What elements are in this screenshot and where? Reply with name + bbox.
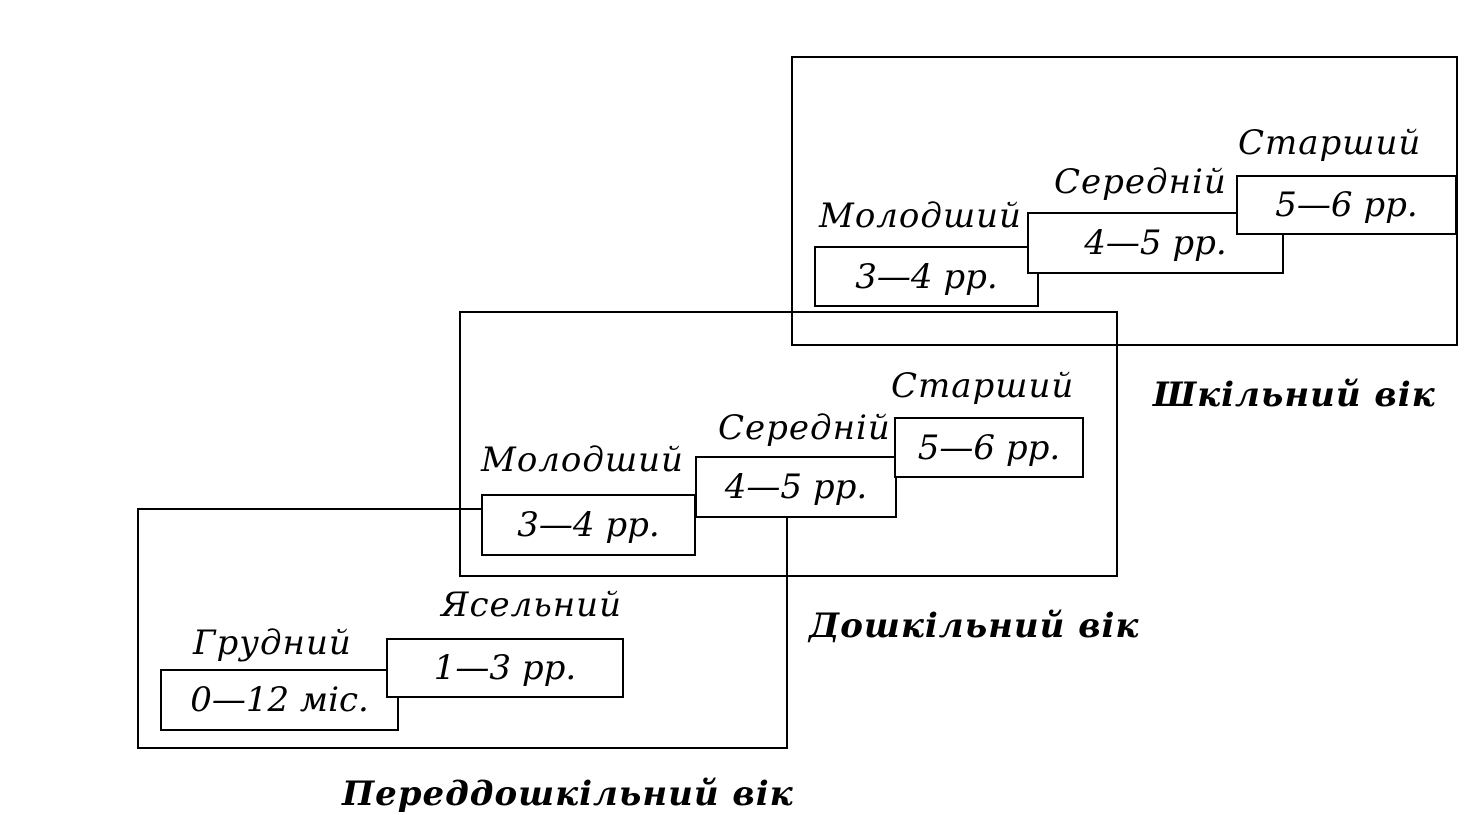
period-label-school-junior: Молодший: [819, 196, 1022, 236]
stage-name-preschool: Дошкільний вік: [809, 606, 1140, 646]
period-range-middle: 4—5 рр.: [695, 456, 897, 518]
period-label-senior: Старший: [891, 366, 1075, 406]
period-label-middle: Середній: [718, 408, 891, 448]
period-range-infant: 0—12 міс.: [160, 669, 399, 731]
period-range-senior: 5—6 рр.: [894, 417, 1084, 478]
preschool-early-frame: [137, 508, 788, 749]
period-label-nursery: Ясельний: [441, 585, 622, 625]
period-range-school-senior: 5—6 рр.: [1236, 175, 1457, 235]
school-frame: [791, 56, 1458, 346]
period-range-nursery: 1—3 рр.: [386, 638, 624, 698]
period-range-school-junior: 3—4 рр.: [814, 246, 1039, 307]
period-label-school-senior: Старший: [1238, 123, 1422, 163]
period-range-junior: 3—4 рр.: [481, 494, 696, 556]
period-label-junior: Молодший: [481, 440, 684, 480]
stage-name-school: Шкільний вік: [1153, 375, 1436, 415]
period-label-infant: Грудний: [193, 623, 352, 663]
period-label-school-middle: Середній: [1054, 162, 1227, 202]
preschool-frame: [459, 311, 1118, 577]
stage-name-preschool-early: Переддошкільний вік: [342, 774, 794, 814]
